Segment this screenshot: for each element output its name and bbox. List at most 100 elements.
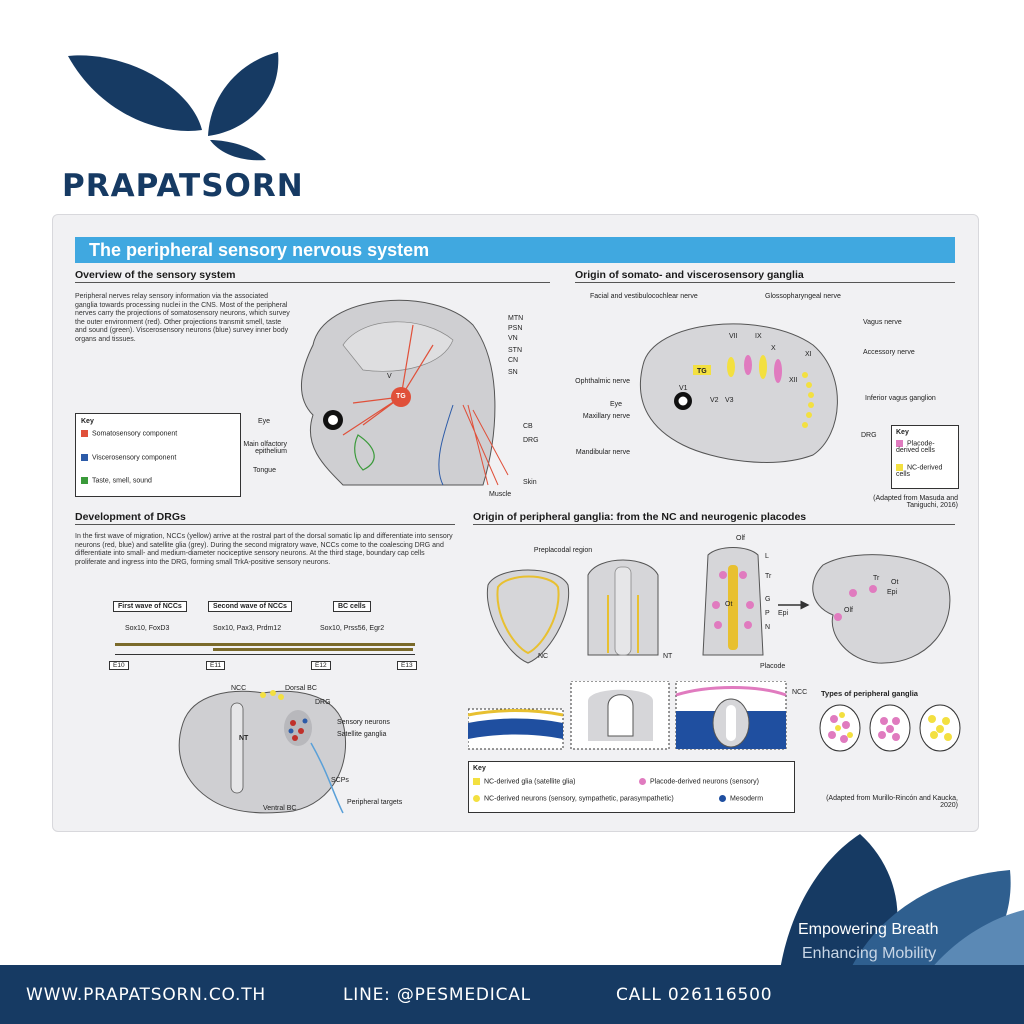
label-cb: CB bbox=[523, 423, 533, 430]
drg-dev-title: Development of DRGs bbox=[75, 511, 186, 523]
stage-e12: E12 bbox=[311, 661, 331, 670]
placode-swatch bbox=[896, 440, 903, 447]
label-psn: PSN bbox=[508, 325, 523, 332]
label-eye-2: Eye bbox=[610, 401, 623, 408]
label-ot-2: Ot bbox=[891, 579, 899, 586]
key-item-nc: NC-derived cells bbox=[896, 464, 943, 479]
label-mandibular: Mandibular nerve bbox=[575, 449, 630, 456]
label-inferior-vagus: Inferior vagus ganglion bbox=[865, 395, 936, 402]
somato-swatch bbox=[81, 430, 88, 437]
label-preplacodal: Preplacodal region bbox=[533, 547, 593, 554]
label-ncc: NCC bbox=[231, 685, 247, 692]
overview-title: Overview of the sensory system bbox=[75, 269, 236, 281]
poster-title: The peripheral sensory nervous system bbox=[75, 237, 955, 263]
wave-1-label: First wave of NCCs bbox=[113, 601, 187, 612]
label-epi: Epi bbox=[778, 610, 789, 617]
label-accessory-nerve: Accessory nerve bbox=[863, 349, 915, 356]
logo-leaf-bottom bbox=[210, 140, 266, 161]
footer-phone[interactable]: CALL 026116500 bbox=[616, 985, 773, 1005]
timeline-axis bbox=[115, 654, 415, 655]
label-dorsal-bc: Dorsal BC bbox=[285, 685, 317, 692]
label-nt-2: NT bbox=[663, 653, 673, 660]
wave-2-label: Second wave of NCCs bbox=[208, 601, 292, 612]
taste-swatch bbox=[81, 477, 88, 484]
label-xii: XII bbox=[789, 377, 798, 384]
key-item-mesoderm: Mesoderm bbox=[719, 795, 763, 802]
key-item-viscero: Viscerosensory component bbox=[81, 454, 176, 461]
origin-peripheral-key-title: Key bbox=[473, 765, 486, 772]
wave-1-genes: Sox10, FoxD3 bbox=[125, 625, 170, 632]
label-sensory-neurons: Sensory neurons bbox=[337, 719, 390, 726]
footer-line-id[interactable]: LINE: @PESMEDICAL bbox=[343, 985, 531, 1005]
timeline-bar-2 bbox=[213, 648, 413, 651]
label-vii: VII bbox=[729, 333, 738, 340]
key-item-nc-neurons: NC-derived neurons (sensory, sympathetic… bbox=[473, 795, 674, 802]
label-peripheral-targets: Peripheral targets bbox=[347, 799, 403, 806]
label-g: G bbox=[765, 596, 771, 603]
label-nc: NC bbox=[538, 653, 549, 660]
label-drg: DRG bbox=[523, 437, 539, 444]
poster: The peripheral sensory nervous system Ov… bbox=[52, 214, 979, 832]
label-n: N bbox=[765, 624, 771, 631]
timeline-bar-1 bbox=[115, 643, 415, 646]
label-types-ganglia: Types of peripheral ganglia bbox=[821, 689, 918, 698]
label-v: V bbox=[387, 373, 392, 380]
overview-key-title: Key bbox=[81, 418, 94, 425]
label-olf-2: Olf bbox=[844, 607, 853, 614]
drg-dev-rule bbox=[75, 524, 455, 525]
origin-somato-key-title: Key bbox=[896, 429, 909, 436]
tagline-line1: Empowering Breath bbox=[798, 921, 939, 938]
drg-dev-text: In the first wave of migration, NCCs (ye… bbox=[75, 533, 453, 566]
brand-logo-icon bbox=[68, 52, 279, 161]
origin-somato-rule bbox=[575, 282, 955, 283]
label-nt: NT bbox=[239, 735, 249, 742]
label-tongue: Tongue bbox=[253, 467, 276, 474]
placode-stages-diagram bbox=[486, 547, 951, 664]
label-tr: Tr bbox=[765, 573, 772, 580]
label-x: X bbox=[771, 345, 776, 352]
key-item-somato: Somatosensory component bbox=[81, 430, 177, 437]
overview-key: Key Somatosensory component Viscerosenso… bbox=[75, 413, 241, 497]
origin-somato-key: Key Placode-derived cells NC-derived cel… bbox=[891, 425, 959, 489]
cross-section-diagram bbox=[468, 681, 787, 750]
decor-leaf-light bbox=[930, 910, 1024, 970]
origin-peripheral-key: Key NC-derived glia (satellite glia) Pla… bbox=[468, 761, 795, 813]
label-olfactory: Main olfactory epithelium bbox=[243, 441, 287, 455]
label-tg: TG bbox=[396, 393, 406, 400]
label-l: L bbox=[765, 553, 769, 560]
stage-e10: E10 bbox=[109, 661, 129, 670]
wave-2-genes: Sox10, Pax3, Prdm12 bbox=[213, 625, 282, 632]
label-placode: Placode bbox=[760, 663, 786, 670]
label-cn: CN bbox=[508, 357, 519, 364]
label-xi: XI bbox=[805, 351, 812, 358]
tagline-line2: Enhancing Mobility bbox=[802, 945, 937, 962]
stage-e11: E11 bbox=[206, 661, 226, 670]
label-skin: Skin bbox=[523, 479, 537, 486]
key-item-nc-glia: NC-derived glia (satellite glia) bbox=[473, 778, 575, 785]
label-tg-2: TG bbox=[697, 368, 707, 375]
label-eye: Eye bbox=[258, 418, 271, 425]
label-ophthalmic: Ophthalmic nerve bbox=[575, 378, 630, 385]
label-stn: STN bbox=[508, 347, 522, 354]
label-satellite-ganglia: Satellite ganglia bbox=[337, 731, 387, 738]
overview-text: Peripheral nerves relay sensory informat… bbox=[75, 293, 290, 343]
brand-name: PRAPATSORN bbox=[62, 168, 304, 204]
key-item-placode: Placode-derived cells bbox=[896, 440, 935, 455]
key-item-placode-neurons: Placode-derived neurons (sensory) bbox=[639, 778, 759, 785]
label-ix: IX bbox=[755, 333, 762, 340]
embryo-ganglia-diagram bbox=[639, 323, 838, 463]
label-sn: SN bbox=[508, 369, 518, 376]
label-olf: Olf bbox=[736, 535, 745, 542]
label-p: P bbox=[765, 610, 770, 617]
decor-leaves-icon bbox=[780, 834, 1024, 970]
nc-glia-swatch bbox=[473, 778, 480, 785]
footer-bar bbox=[0, 965, 1024, 1024]
placode-neurons-swatch bbox=[639, 778, 646, 785]
footer-website-link[interactable]: WWW.PRAPATSORN.CO.TH bbox=[26, 985, 266, 1005]
origin-somato-title: Origin of somato- and viscerosensory gan… bbox=[575, 269, 804, 281]
label-vagus-nerve: Vagus nerve bbox=[863, 319, 902, 326]
label-mtn: MTN bbox=[508, 315, 524, 322]
logo-leaf-left bbox=[68, 55, 202, 131]
origin-peripheral-rule bbox=[473, 524, 955, 525]
logo-leaf-right bbox=[208, 52, 279, 136]
